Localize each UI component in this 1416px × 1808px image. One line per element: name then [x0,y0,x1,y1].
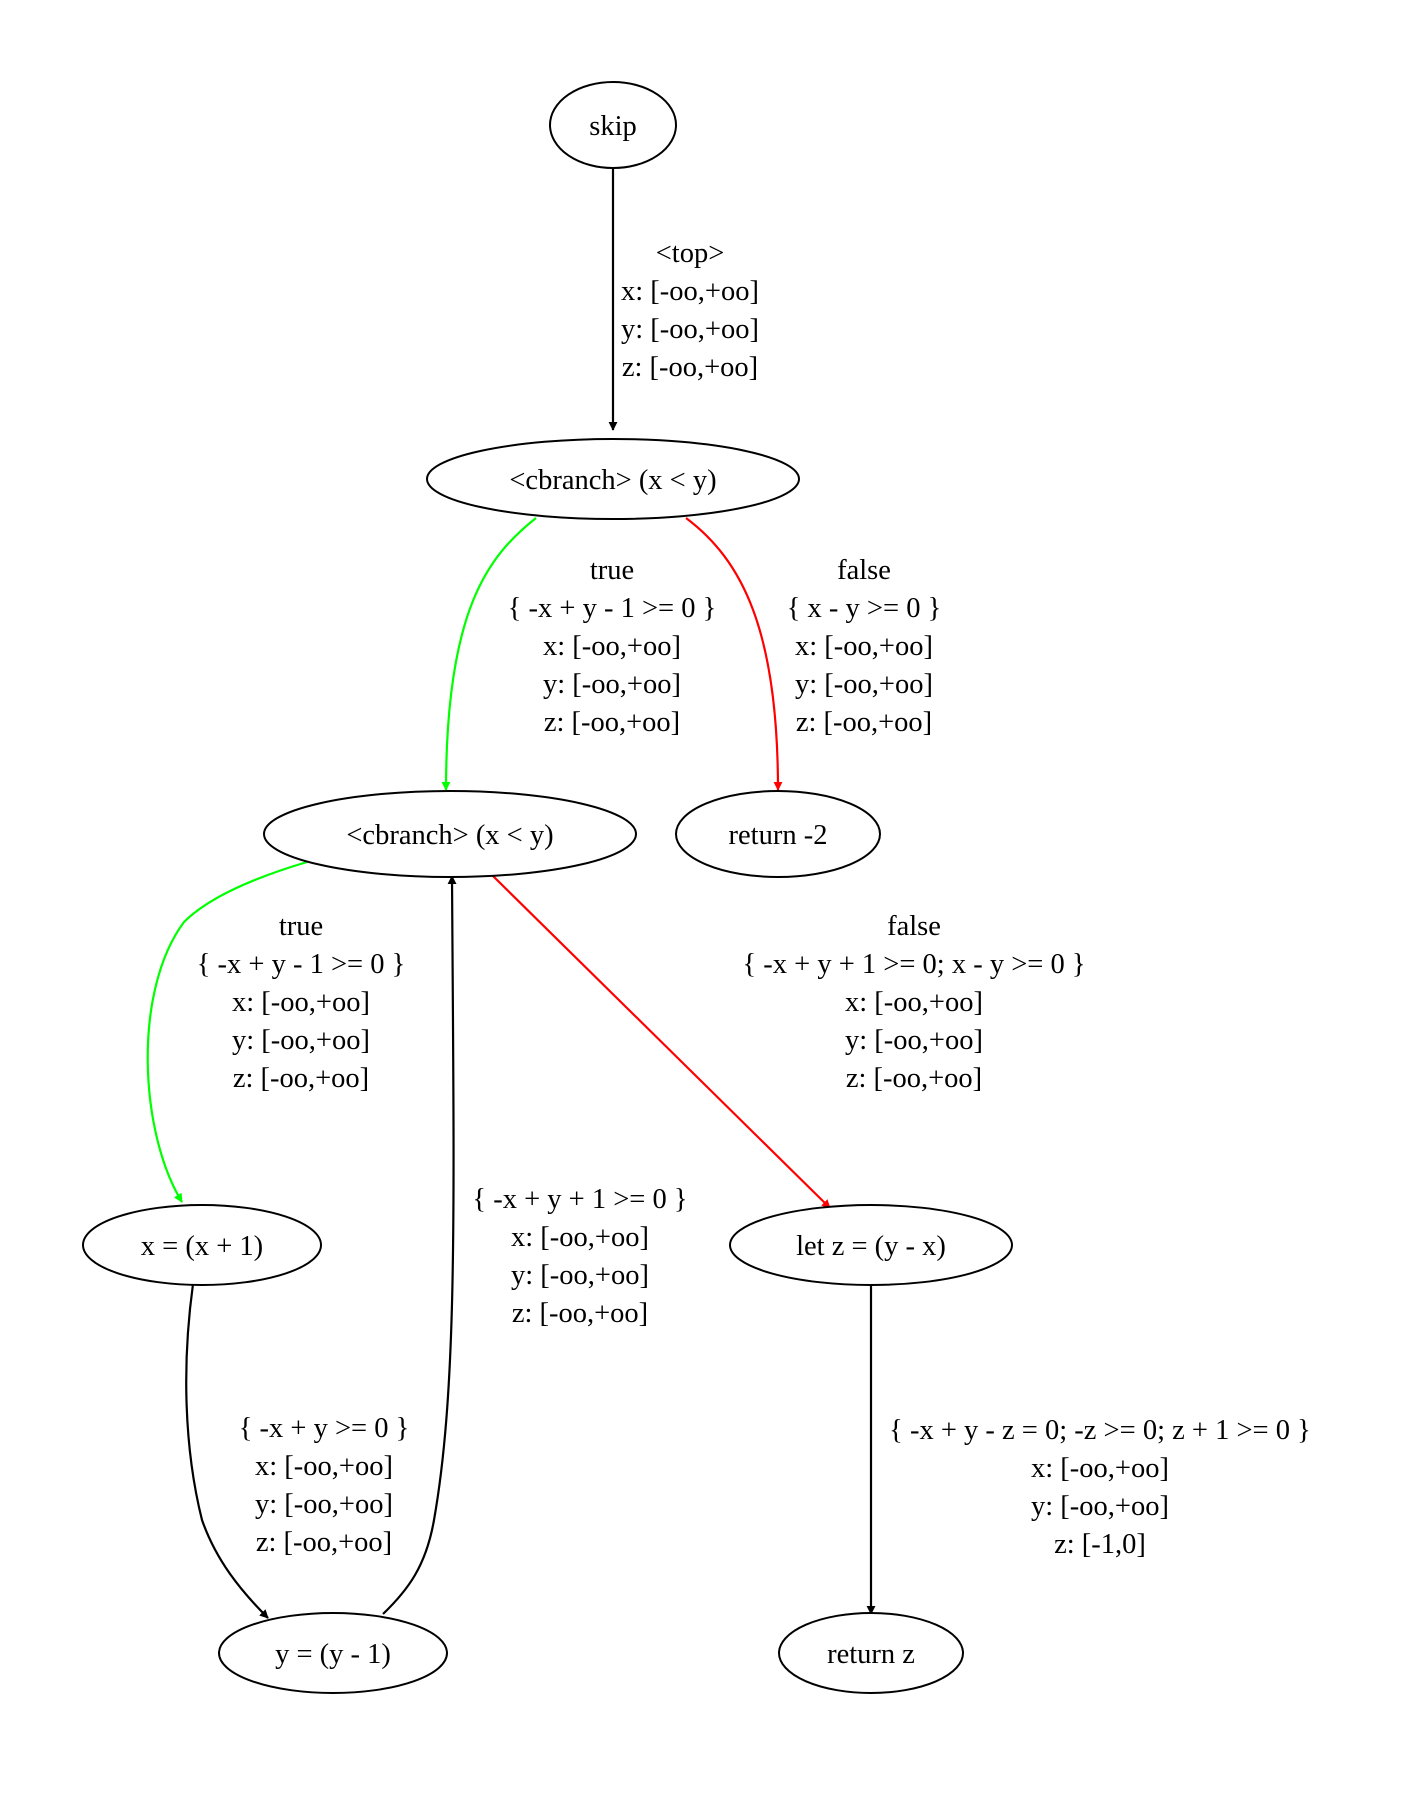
edge-label-line: z: [-oo,+oo] [256,1527,392,1558]
edge-label-line: true [590,555,634,586]
edge-label-skip-to-cbranch1: <top> x: [-oo,+oo] y: [-oo,+oo] z: [-oo,+oo… [621,238,759,383]
edge-line-cbranch1-true [441,517,537,791]
edge-label-line: x: [-oo,+oo] [511,1222,649,1253]
edge-label-line: y: [-oo,+oo] [621,314,759,345]
edge-label-line: y: [-oo,+oo] [845,1025,983,1056]
node-y-dec-label: y = (y - 1) [275,1639,391,1670]
edge-label-line: z: [-oo,+oo] [512,1298,648,1329]
edge-label-cbranch1-true: true { -x + y - 1 >= 0 } x: [-oo,+oo] y: [-… [508,555,717,738]
edge-label-line: false [837,555,891,586]
edge-label-line: x: [-oo,+oo] [845,987,983,1018]
edge-label-line: x: [-oo,+oo] [1031,1453,1169,1484]
edge-label-cbranch2-true: true { -x + y - 1 >= 0 } x: [-oo,+oo] y: [-… [197,911,406,1094]
edge-label-line: x: [-oo,+oo] [255,1451,393,1482]
edge-label-cbranch2-false: false { -x + y + 1 >= 0; x - y >= 0 } x: [… [742,911,1085,1094]
edge-line-cbranch2-true [146,860,308,1203]
edge-label-line: z: [-oo,+oo] [796,707,932,738]
edge-line-cbranch2-false [492,875,831,1209]
edge-label-line: z: [-oo,+oo] [233,1063,369,1094]
edge-skip-to-cbranch1: <top> x: [-oo,+oo] y: [-oo,+oo] z: [-oo,+oo… [608,168,759,431]
node-return-neg2: return -2 [675,790,881,878]
edge-label-line: z: [-oo,+oo] [544,707,680,738]
edge-label-line: { -x + y + 1 >= 0; x - y >= 0 } [742,949,1085,980]
node-skip-label: skip [589,111,637,142]
node-cbranch2-label: <cbranch> (x < y) [346,820,553,851]
node-return-z-label: return z [827,1639,915,1670]
edge-label-x-inc-to-y-dec: { -x + y >= 0 } x: [-oo,+oo] y: [-oo,+oo] z… [239,1413,410,1558]
edge-label-line: z: [-oo,+oo] [622,352,758,383]
edge-label-line: { -x + y >= 0 } [239,1413,410,1444]
edge-cbranch1-true: true { -x + y - 1 >= 0 } x: [-oo,+oo] y: [-… [441,517,717,791]
edge-label-line: y: [-oo,+oo] [255,1489,393,1520]
edge-label-line: y: [-oo,+oo] [511,1260,649,1291]
node-skip: skip [549,81,677,169]
edge-label-cbranch1-false: false { x - y >= 0 } x: [-oo,+oo] y: [-oo,+… [787,555,942,738]
edge-label-line: { -x + y + 1 >= 0 } [472,1184,687,1215]
edge-label-line: true [279,911,323,942]
node-cbranch1-label: <cbranch> (x < y) [509,465,716,496]
node-cbranch2: <cbranch> (x < y) [263,790,637,878]
edge-label-line: x: [-oo,+oo] [232,987,370,1018]
node-cbranch2-ellipse [263,790,637,878]
node-return-z: return z [778,1612,964,1694]
edge-label-line: z: [-1,0] [1054,1529,1146,1560]
edge-y-dec-to-cbranch2: { -x + y + 1 >= 0 } x: [-oo,+oo] y: [-oo,+… [382,875,688,1615]
node-return-neg2-ellipse [675,790,881,878]
edge-label-line: x: [-oo,+oo] [795,631,933,662]
node-x-inc-label: x = (x + 1) [141,1231,263,1262]
node-cbranch1-ellipse [426,438,800,520]
node-return-neg2-label: return -2 [729,820,828,851]
edge-label-line: y: [-oo,+oo] [232,1025,370,1056]
node-cbranch1: <cbranch> (x < y) [426,438,800,520]
node-y-dec: y = (y - 1) [218,1612,448,1694]
edge-label-line: { -x + y - z = 0; -z >= 0; z + 1 >= 0 } [889,1415,1311,1446]
edge-label-line: { -x + y - 1 >= 0 } [197,949,406,980]
node-y-dec-ellipse [218,1612,448,1694]
edge-label-line: y: [-oo,+oo] [1031,1491,1169,1522]
edge-label-line: z: [-oo,+oo] [846,1063,982,1094]
node-let-z-label: let z = (y - x) [796,1231,946,1262]
edge-label-line: { x - y >= 0 } [787,593,942,624]
edge-label-line: { -x + y - 1 >= 0 } [508,593,717,624]
edge-cbranch2-false: false { -x + y + 1 >= 0; x - y >= 0 } x: [… [492,875,1086,1209]
edge-label-line: x: [-oo,+oo] [621,276,759,307]
edge-label-line: x: [-oo,+oo] [543,631,681,662]
edge-label-y-dec-to-cbranch2: { -x + y + 1 >= 0 } x: [-oo,+oo] y: [-oo,+… [472,1184,687,1329]
edge-label-line: y: [-oo,+oo] [543,669,681,700]
edge-label-line: <top> [656,238,725,269]
node-let-z: let z = (y - x) [729,1204,1013,1286]
edge-line-x-inc-to-y-dec [185,1283,269,1619]
edge-label-let-z-to-return-z: { -x + y - z = 0; -z >= 0; z + 1 >= 0 } x… [889,1415,1311,1560]
edge-label-line: y: [-oo,+oo] [795,669,933,700]
node-x-inc-ellipse [82,1204,322,1286]
edge-cbranch1-false: false { x - y >= 0 } x: [-oo,+oo] y: [-oo,+… [685,517,942,791]
edge-line-y-dec-to-cbranch2 [382,875,457,1615]
edge-let-z-to-return-z: { -x + y - z = 0; -z >= 0; z + 1 >= 0 } x… [866,1284,1311,1615]
edge-cbranch2-true: true { -x + y - 1 >= 0 } x: [-oo,+oo] y: [-… [146,860,406,1203]
node-skip-ellipse [549,81,677,169]
edge-x-inc-to-y-dec: { -x + y >= 0 } x: [-oo,+oo] y: [-oo,+oo] z… [185,1283,410,1619]
edge-line-cbranch1-false [685,517,783,791]
node-x-inc: x = (x + 1) [82,1204,322,1286]
edge-label-line: false [887,911,941,942]
node-let-z-ellipse [729,1204,1013,1286]
node-return-z-ellipse [778,1612,964,1694]
